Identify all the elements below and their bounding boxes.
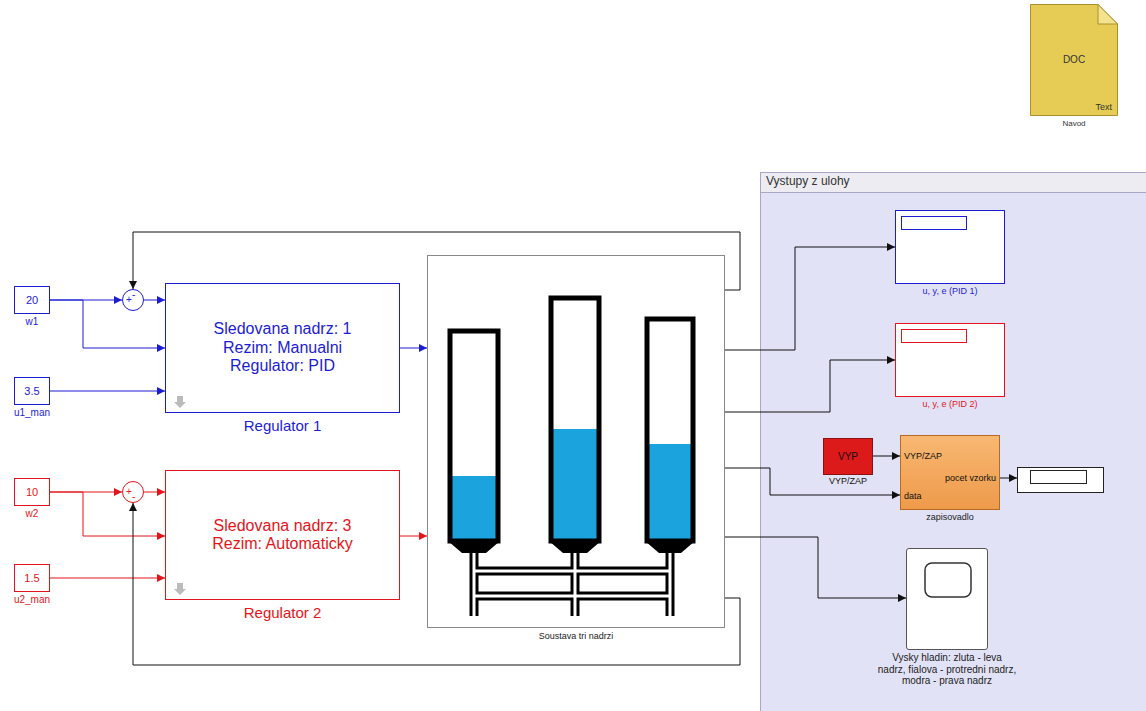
scopebar-graphic [896, 324, 1006, 398]
block-label: zapisovadlo [926, 512, 974, 522]
pipe [666, 553, 675, 616]
block-label: Regulator 2 [244, 604, 322, 621]
block-label: u2_man [14, 594, 50, 606]
block-text: 3.5 [24, 385, 39, 398]
tanks-graphic [428, 256, 726, 629]
signal-wire [50, 492, 165, 536]
constant-block: 1.5u2_man [14, 564, 50, 592]
block-text: 10 [26, 486, 38, 499]
constant-block: 3.5u1_man [14, 377, 50, 405]
signal-wire [725, 247, 895, 350]
tank-wall [551, 298, 599, 541]
water-level [551, 429, 599, 541]
block-text: - [132, 491, 135, 503]
signal-wire [144, 492, 165, 493]
block-label: u, y, e (PID 1) [923, 286, 978, 296]
pipe [474, 567, 670, 576]
block-label: w2 [26, 508, 39, 520]
block-text: data [904, 491, 922, 501]
signal-wire [725, 360, 895, 412]
display-block [1018, 468, 1104, 493]
scope-block: u, y, e (PID 1) [895, 210, 1005, 284]
block-label: u1_man [14, 407, 50, 419]
panel-header-bar [761, 173, 1146, 193]
block-label: Navod [1062, 119, 1085, 128]
block-text: 20 [26, 294, 38, 307]
block-label: u, y, e (PID 2) [923, 399, 978, 409]
scope-screen [925, 563, 971, 597]
sum-circle: +- [122, 481, 144, 503]
block-label: Regulator 1 [244, 417, 322, 434]
signal-wire [725, 468, 900, 495]
block-label: Vysky hladin: zluta - leva nadrz, fialov… [877, 652, 1017, 687]
water-level [450, 476, 498, 541]
doc-block: DOCTextNavod [1030, 4, 1118, 116]
signal-wire [725, 537, 906, 598]
signal-wire [400, 536, 427, 537]
block-text: Sledovana nadrz: 3 Rezim: Automaticky [193, 517, 373, 554]
signal-wire [50, 578, 165, 579]
mask-arrow-icon [174, 396, 186, 408]
mask-arrow-icon [174, 583, 186, 595]
block-text: - [132, 289, 135, 301]
signal-wire [50, 300, 165, 348]
block-label: w1 [26, 316, 39, 328]
block-text: + [126, 486, 132, 498]
water-level [647, 444, 693, 541]
constant-block: 10w2 [14, 478, 50, 506]
pipe [571, 553, 580, 616]
block-text: Sledovana nadrz: 1 Rezim: Manualni Regul… [193, 320, 373, 375]
scope-block: Vysky hladin: zluta - leva nadrz, fialov… [906, 548, 988, 650]
scope-title-field [902, 217, 967, 230]
display-wire [1000, 478, 1017, 479]
scope-block: u, y, e (PID 2) [895, 323, 1005, 397]
tank-bottom [549, 541, 601, 553]
block-text: + [126, 294, 132, 306]
scopebar-graphic [896, 211, 1006, 285]
switch-block: VYPVYP/ZAP [823, 438, 873, 475]
display-field [1031, 471, 1087, 484]
block-text: Vystupy z ulohy [766, 175, 850, 189]
controller-block: Sledovana nadrz: 3 Rezim: AutomatickyReg… [165, 470, 400, 600]
signal-wire [50, 391, 165, 392]
doc-fold [1098, 5, 1118, 25]
doc-sheet [1031, 5, 1118, 116]
block-text: VYP [838, 451, 858, 463]
controller-block: Sledovana nadrz: 1 Rezim: Manualni Regul… [165, 283, 400, 413]
scope-title-field [902, 330, 967, 343]
constant-block: 20w1 [14, 286, 50, 314]
output-panel: Vystupy z ulohy u, y, e (PID 1) u, y, e (P… [760, 172, 1146, 711]
output-panel-ground [761, 173, 1146, 711]
pipe [470, 553, 479, 616]
block-text: pocet vzorku [945, 473, 996, 483]
block-text: VYP/ZAP [904, 451, 942, 461]
pipe [474, 592, 670, 601]
block-text: Text [1095, 102, 1112, 112]
pipe-bore [474, 595, 670, 598]
tank-bottom [645, 541, 695, 553]
block-text: 1.5 [24, 572, 39, 585]
signal-wire [400, 348, 427, 349]
block-label: VYP/ZAP [829, 476, 867, 486]
signal-wire [144, 300, 165, 301]
tank-bottom [448, 541, 500, 553]
block-text: DOC [1063, 54, 1085, 66]
tank-wall [647, 319, 693, 541]
three-tank-system: Soustava tri nadrzi [427, 255, 725, 628]
recorder-block: VYP/ZAPpocet vzorkudatazapisovadlo [900, 435, 1000, 510]
tank-wall [450, 331, 498, 541]
pipe-bore [473, 553, 476, 616]
block-label: Soustava tri nadrzi [539, 631, 614, 641]
sum-circle: +- [122, 289, 144, 311]
signal-wire [873, 456, 900, 457]
pipe-bore [574, 553, 577, 616]
pipe-bore [474, 570, 670, 573]
scopescreen-graphic [907, 549, 989, 651]
pipe-bore [669, 553, 672, 616]
